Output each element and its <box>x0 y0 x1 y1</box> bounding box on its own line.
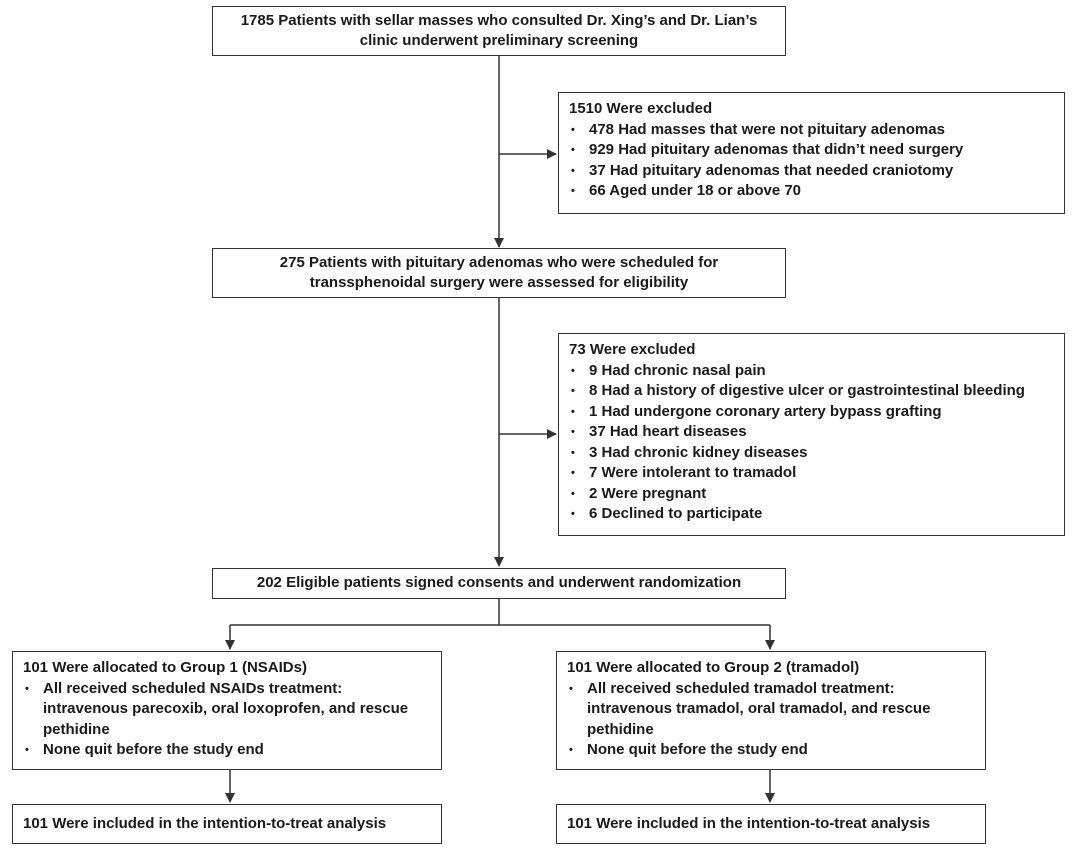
list-item: 37 Had pituitary adenomas that needed cr… <box>569 161 1054 182</box>
screening-box: 1785 Patients with sellar masses who con… <box>212 6 786 56</box>
list-item: 8 Had a history of digestive ulcer or ga… <box>569 381 1054 402</box>
group1-item1-line2: intravenous parecoxib, oral loxoprofen, … <box>43 700 409 717</box>
list-item: 478 Had masses that were not pituitary a… <box>569 120 1054 141</box>
eligibility-line2: transsphenoidal surgery were assessed fo… <box>309 274 689 291</box>
list-item: 37 Had heart diseases <box>569 422 1054 443</box>
list-item: 3 Had chronic kidney diseases <box>569 443 1054 464</box>
exclusion1-title: 1510 Were excluded <box>569 100 713 117</box>
list-item: 2 Were pregnant <box>569 484 1054 505</box>
group1-title: 101 Were allocated to Group 1 (NSAIDs) <box>23 659 307 676</box>
eligibility-box: 275 Patients with pituitary adenomas who… <box>212 248 786 298</box>
list-item: 1 Had undergone coronary artery bypass g… <box>569 402 1054 423</box>
exclusion1-box: 1510 Were excluded 478 Had masses that w… <box>558 92 1065 214</box>
exclusion1-list: 478 Had masses that were not pituitary a… <box>569 120 1054 202</box>
group1-item1-line3: pethidine <box>43 720 110 738</box>
eligibility-line1: 275 Patients with pituitary adenomas who… <box>279 253 719 271</box>
list-item: All received scheduled tramadol treatmen… <box>567 679 975 741</box>
group1-box: 101 Were allocated to Group 1 (NSAIDs) A… <box>12 651 442 770</box>
list-item: 9 Had chronic nasal pain <box>569 361 1054 382</box>
randomization-box: 202 Eligible patients signed consents an… <box>212 568 786 599</box>
analysis1-box: 101 Were included in the intention-to-tr… <box>12 804 442 844</box>
group2-box: 101 Were allocated to Group 2 (tramadol)… <box>556 651 986 770</box>
exclusion2-box: 73 Were excluded 9 Had chronic nasal pai… <box>558 333 1065 536</box>
group2-title: 101 Were allocated to Group 2 (tramadol) <box>567 659 860 676</box>
list-item: None quit before the study end <box>567 740 975 761</box>
group2-item1-line2: intravenous tramadol, oral tramadol, and… <box>587 700 931 717</box>
list-item: All received scheduled NSAIDs treatment:… <box>23 679 431 741</box>
group2-item1-line1: All received scheduled tramadol treatmen… <box>587 679 895 697</box>
list-item: 7 Were intolerant to tramadol <box>569 463 1054 484</box>
analysis2-box: 101 Were included in the intention-to-tr… <box>556 804 986 844</box>
screening-line2: clinic underwent preliminary screening <box>359 32 639 49</box>
group2-list: All received scheduled tramadol treatmen… <box>567 679 975 761</box>
group1-list: All received scheduled NSAIDs treatment:… <box>23 679 431 761</box>
screening-line1: 1785 Patients with sellar masses who con… <box>240 11 758 29</box>
exclusion2-title: 73 Were excluded <box>569 341 696 358</box>
list-item: 929 Had pituitary adenomas that didn’t n… <box>569 140 1054 161</box>
randomization-text: 202 Eligible patients signed consents an… <box>256 574 742 592</box>
group1-item1-line1: All received scheduled NSAIDs treatment: <box>43 679 343 697</box>
list-item: 6 Declined to participate <box>569 504 1054 525</box>
group2-item1-line3: pethidine <box>587 720 654 738</box>
list-item: 66 Aged under 18 or above 70 <box>569 181 1054 202</box>
analysis2-text: 101 Were included in the intention-to-tr… <box>567 814 931 832</box>
exclusion2-list: 9 Had chronic nasal pain 8 Had a history… <box>569 361 1054 525</box>
list-item: None quit before the study end <box>23 740 431 761</box>
analysis1-text: 101 Were included in the intention-to-tr… <box>23 814 387 832</box>
